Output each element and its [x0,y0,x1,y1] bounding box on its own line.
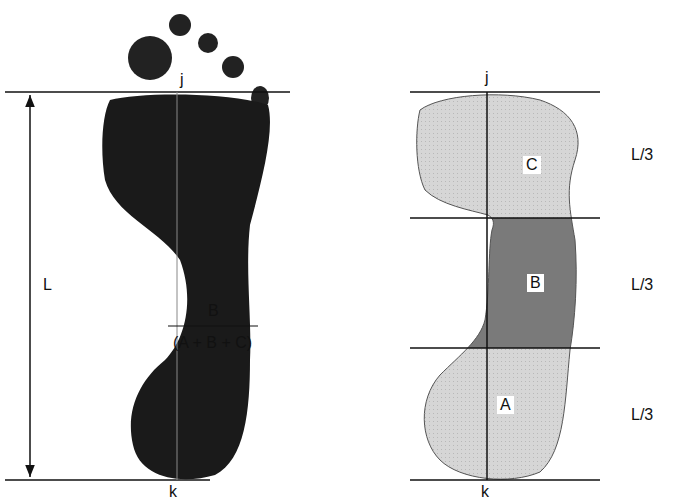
formula-numerator: B [208,302,219,320]
region-label: A [497,396,514,414]
point-label: j [485,69,489,87]
point-label: k [169,483,177,501]
dimension-label: L/3 [631,146,653,164]
dimension-label: L/3 [631,406,653,424]
dimension-label: L [43,276,52,294]
point-label: k [481,483,489,501]
formula-denominator: (A + B + C) [173,334,252,352]
point-label: j [180,71,184,89]
dimension-label: L/3 [631,276,653,294]
region-label: B [527,274,544,292]
region-label: C [523,156,541,174]
